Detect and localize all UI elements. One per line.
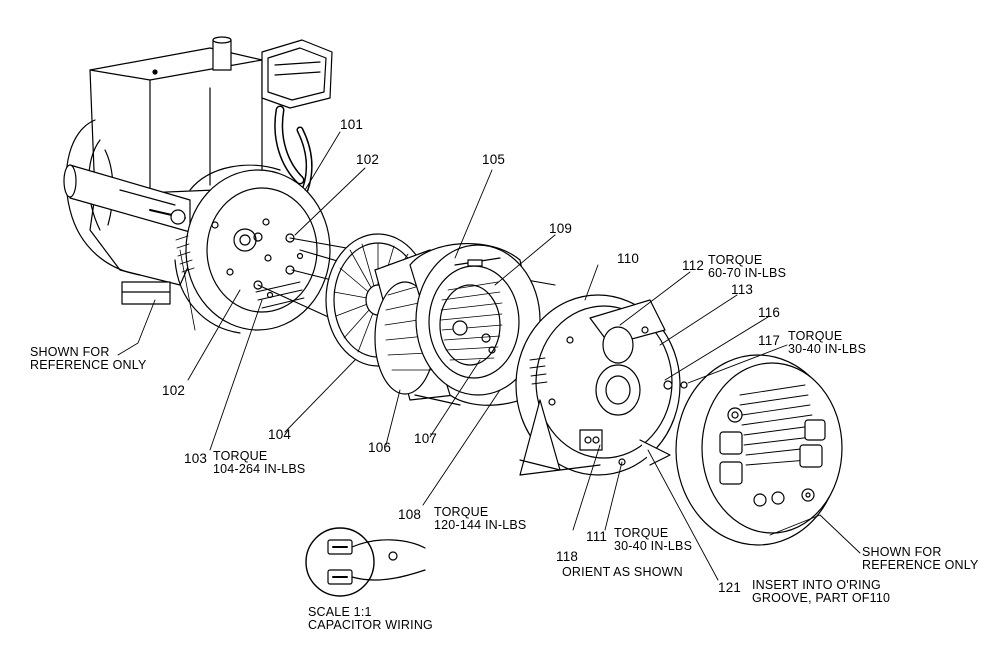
insert-oring-line2: GROOVE, PART OF110	[752, 591, 891, 605]
reference-left-line1: SHOWN FOR	[30, 345, 110, 359]
stator-105	[409, 243, 546, 406]
torque-117-title: TORQUE	[788, 329, 843, 343]
torque-112-value: 60-70 IN-LBS	[708, 266, 787, 280]
capacitor-wiring-inset	[305, 527, 426, 597]
label-118: 118	[556, 549, 579, 564]
label-101: 101	[340, 117, 364, 132]
orient-note: ORIENT AS SHOWN	[562, 565, 683, 579]
torque-117-note: TORQUE 30-40 IN-LBS	[788, 330, 866, 356]
torque-108-value: 120-144 IN-LBS	[434, 518, 527, 532]
torque-111-title: TORQUE	[614, 526, 669, 540]
label-102-bottom: 102	[162, 383, 186, 398]
reference-note-left: SHOWN FOR REFERENCE ONLY	[30, 346, 146, 372]
torque-112-note: TORQUE 60-70 IN-LBS	[708, 254, 786, 280]
reference-right-line2: REFERENCE ONLY	[862, 558, 979, 572]
torque-112-title: TORQUE	[708, 253, 763, 267]
torque-103-title: TORQUE	[213, 449, 268, 463]
label-110: 110	[617, 251, 640, 266]
adapter-housing-101	[174, 164, 331, 334]
scale-text: SCALE 1:1	[308, 605, 372, 619]
torque-111-value: 30-40 IN-LBS	[614, 539, 693, 553]
reference-note-right: SHOWN FOR REFERENCE ONLY	[862, 546, 978, 572]
torque-117-value: 30-40 IN-LBS	[788, 342, 867, 356]
label-113: 113	[731, 282, 754, 297]
reference-right-line1: SHOWN FOR	[862, 545, 942, 559]
torque-103-note: TORQUE 104-264 IN-LBS	[213, 450, 305, 476]
insert-oring-note: INSERT INTO O'RING GROOVE, PART OF110	[752, 579, 890, 605]
torque-103-value: 104-264 IN-LBS	[213, 462, 306, 476]
reference-left-line2: REFERENCE ONLY	[30, 358, 147, 372]
label-102-top: 102	[356, 152, 380, 167]
label-104: 104	[268, 427, 292, 442]
label-108: 108	[398, 507, 422, 522]
capacitor-wiring-text: CAPACITOR WIRING	[308, 618, 433, 632]
torque-111-note: TORQUE 30-40 IN-LBS	[614, 527, 692, 553]
label-103: 103	[184, 451, 208, 466]
label-107: 107	[414, 431, 438, 446]
control-panel	[675, 354, 843, 546]
bearing-carrier-110	[515, 294, 688, 476]
label-105: 105	[482, 152, 506, 167]
label-109: 109	[549, 221, 573, 236]
engine-body	[63, 36, 333, 305]
torque-108-title: TORQUE	[434, 505, 489, 519]
insert-oring-line1: INSERT INTO O'RING	[752, 578, 881, 592]
label-106: 106	[368, 440, 392, 455]
label-111: 111	[586, 529, 608, 544]
label-121: 121	[718, 580, 742, 595]
label-112: 112	[682, 258, 705, 273]
torque-108-note: TORQUE 120-144 IN-LBS	[434, 506, 526, 532]
label-116: 116	[758, 305, 781, 320]
leader-lines	[117, 131, 861, 581]
capacitor-caption: SCALE 1:1 CAPACITOR WIRING	[308, 606, 433, 632]
label-117: 117	[758, 333, 781, 348]
